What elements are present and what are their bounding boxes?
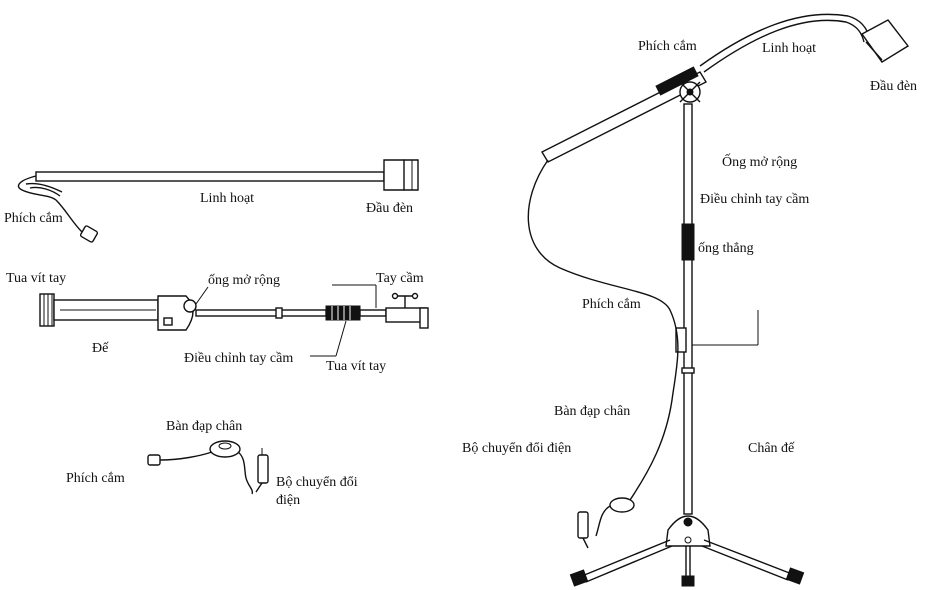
lamp-head-shape (383, 159, 405, 191)
label-c-adapter-1: Bộ chuyển đổi (276, 475, 358, 490)
label-b-hand-screw-left: Tua vít tay (6, 271, 66, 286)
label-handle-adjust: Điều chỉnh tay cầm (700, 192, 809, 207)
label-b-handle-adjust: Điều chỉnh tay cầm (184, 351, 293, 366)
handle-adjust-knurl (325, 305, 361, 321)
label-c-plug: Phích cắm (66, 471, 125, 486)
label-b-hand-screw-bottom: Tua vít tay (326, 359, 386, 374)
label-plug-mid: Phích cắm (582, 297, 641, 312)
label-c-foot-pedal: Bàn đạp chân (166, 419, 242, 434)
pole-handle-adjust (681, 223, 695, 261)
lamp-head (860, 19, 910, 63)
extension-tube-shape (195, 309, 327, 317)
ground-adapter (577, 511, 589, 539)
label-flexible: Linh hoạt (762, 41, 816, 56)
tripod-foot-center (681, 575, 695, 587)
tripod-foot-right (785, 567, 805, 585)
gooseneck (699, 13, 871, 67)
label-a-lamp-head: Đầu đèn (366, 201, 413, 216)
label-stand-base: Chân đế (748, 441, 795, 456)
plug-c-connector (147, 454, 161, 466)
part-flexible-arm (17, 159, 419, 243)
power-cable (527, 159, 679, 501)
label-b-base: Đế (92, 341, 109, 356)
part-base-tube (39, 284, 429, 357)
label-lamp-head: Đầu đèn (870, 79, 917, 94)
diagonal-arm (541, 71, 707, 163)
label-power-adapter: Bộ chuyển đổi điện (462, 441, 571, 456)
label-plug-top: Phích cắm (638, 39, 697, 54)
label-b-extension-tube: ống mở rộng (208, 273, 280, 288)
label-a-plug: Phích cắm (4, 211, 63, 226)
assembled-lamp (527, 13, 910, 587)
label-extension-tube: Ống mở rộng (722, 152, 797, 170)
label-foot-pedal: Bàn đạp chân (554, 404, 630, 419)
label-straight-tube: ống thẳng (698, 241, 754, 256)
part-pedal-adapter (147, 440, 269, 495)
flexible-tube (35, 171, 385, 182)
plug-cable (17, 175, 83, 233)
vertical-pole (683, 103, 693, 515)
plug-connector (79, 225, 99, 243)
power-adapter-shape (257, 454, 269, 484)
label-c-adapter-2: điện (276, 493, 300, 508)
tripod-hub (665, 515, 711, 547)
hand-screw-knob (183, 299, 197, 313)
tripod-foot-left (569, 569, 589, 587)
label-a-flexible: Linh hoạt (200, 191, 254, 206)
label-b-handle: Tay cầm (376, 271, 424, 286)
plug-holder (655, 66, 699, 96)
ground-foot-pedal (609, 497, 635, 513)
